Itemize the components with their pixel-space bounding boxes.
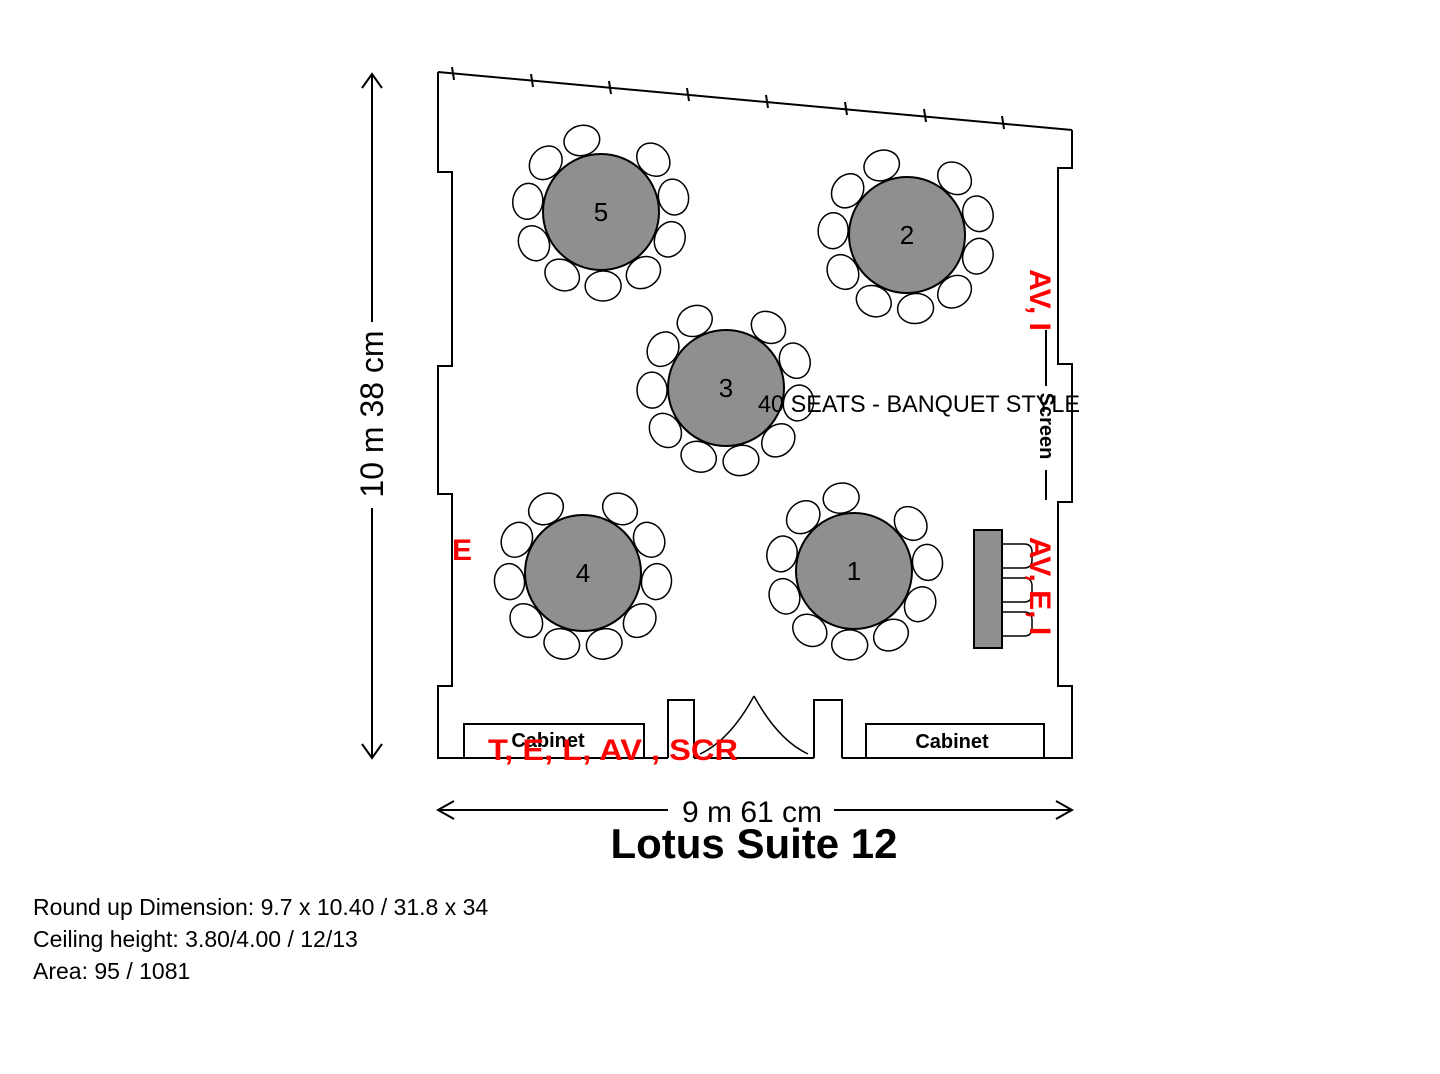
round-table [542,153,660,271]
round-table [848,176,966,294]
service-label-right-lower: AV, E, I [1023,537,1056,635]
round-table [667,329,785,447]
chair [509,602,544,639]
chair [863,149,901,182]
chair [903,586,937,623]
table-4: 4 [493,492,673,660]
width-dimension [435,800,1075,820]
chair [511,182,544,220]
chair [936,161,973,196]
chair [653,220,686,258]
cabinet-right [865,723,1045,759]
chair [517,225,551,262]
service-label-left-wall: E [452,534,472,567]
chair [500,521,534,558]
tables-layer: 1 2 3 4 5 [493,124,994,661]
chair [527,492,565,526]
room-walls [437,71,1073,759]
chair [640,562,673,601]
cabinet-left [463,723,645,759]
chair [543,627,581,660]
chair [766,535,798,573]
chair [632,521,666,558]
table-number: 3 [719,373,733,403]
chair [601,492,639,526]
service-label-bottom-wall: T, E, L, AV , SCR [488,734,738,767]
chair [493,562,526,601]
chair [657,178,690,216]
seating-label: 40 SEATS - BANQUET STYLE [758,391,1080,418]
chair [622,602,657,639]
chair [722,444,760,477]
height-label: 10 m 38 cm [354,330,390,497]
door-swing [699,695,809,755]
area-info: Area: 95 / 1081 [33,958,191,984]
table-number: 1 [847,556,861,586]
chair [822,482,860,514]
service-label-right-upper: AV, I [1023,269,1056,331]
height-dimension [361,72,383,760]
ceiling-info: Ceiling height: 3.80/4.00 / 12/13 [33,926,358,952]
chair [544,258,581,292]
chair [585,627,623,660]
window-ticks [451,66,1005,130]
chair [584,270,622,302]
chair [778,342,811,380]
table-5: 5 [511,124,690,302]
round-table [524,514,642,632]
dimension-info: Round up Dimension: 9.7 x 10.40 / 31.8 x… [33,894,489,920]
chair [830,629,869,661]
table-3: 3 [636,304,815,477]
chair [636,371,668,409]
cabinet-right-label: Cabinet [915,731,989,753]
table-number: 4 [576,558,590,588]
table-2: 2 [817,149,994,325]
chair [896,292,935,325]
table-number: 2 [900,220,914,250]
table-1: 1 [766,482,944,661]
room-title: Lotus Suite 12 [610,820,897,867]
chair [826,253,860,291]
head-table-chairs [1002,543,1033,637]
cabinet-left-label: Cabinet [511,730,585,752]
chair [911,543,944,582]
screen-label: Screen [1035,393,1057,460]
chair [646,331,680,368]
width-label: 9 m 61 cm [682,796,822,829]
table-number: 5 [594,197,608,227]
head-table [973,529,1003,649]
chair [893,505,928,542]
chair [817,211,849,250]
chair [936,274,973,309]
chair [872,618,910,652]
round-table [795,512,913,630]
